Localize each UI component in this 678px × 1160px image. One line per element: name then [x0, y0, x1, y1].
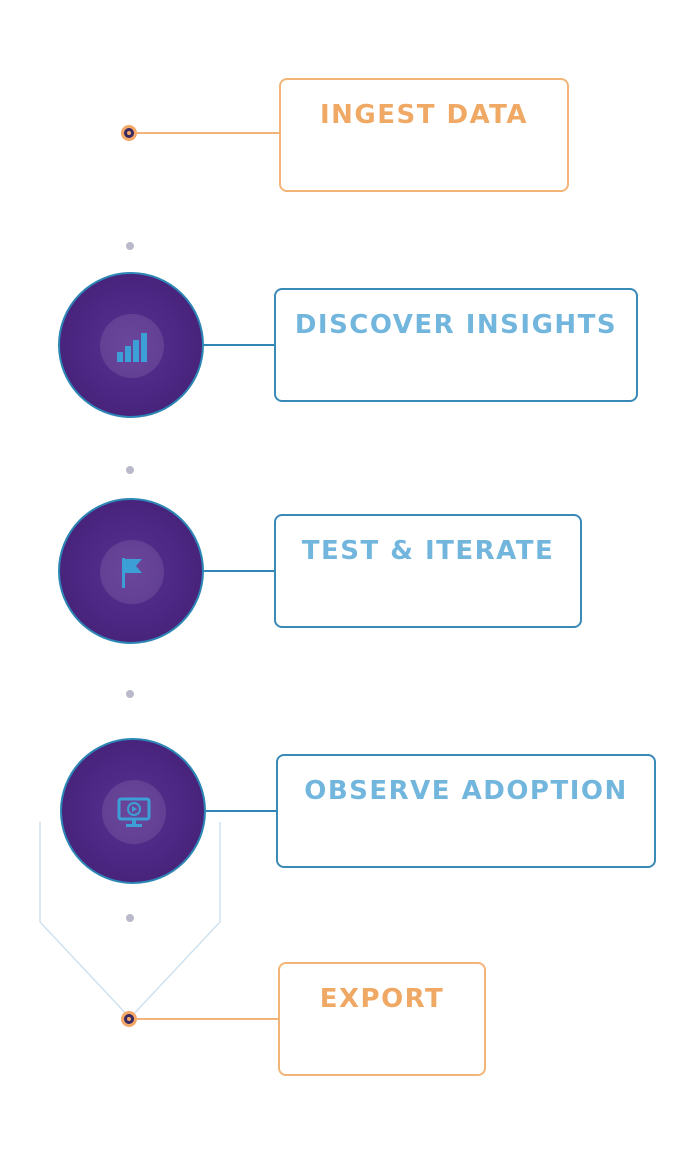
- timeline-dot: [126, 914, 134, 922]
- connector-line-observe: [206, 810, 278, 812]
- timeline-dot: [126, 466, 134, 474]
- connector-line-ingest: [137, 132, 281, 134]
- step-title-test-iterate: TEST & ITERATE: [301, 536, 555, 566]
- timeline-dot: [126, 242, 134, 250]
- step-title-observe-adoption: OBSERVE ADOPTION: [304, 776, 628, 806]
- step-node-observe: [60, 738, 206, 884]
- step-box-ingest-data: INGEST DATA: [279, 78, 569, 192]
- connector-line-export: [137, 1018, 280, 1020]
- step-box-observe-adoption: OBSERVE ADOPTION: [276, 754, 656, 868]
- step-title-ingest-data: INGEST DATA: [319, 100, 529, 130]
- step-box-discover-insights: DISCOVER INSIGHTS: [274, 288, 638, 402]
- step-title-discover-insights: DISCOVER INSIGHTS: [294, 310, 618, 340]
- step-box-test-iterate: TEST & ITERATE: [274, 514, 582, 628]
- connector-line-test: [204, 570, 276, 572]
- connector-line-discover: [204, 344, 276, 346]
- bar-chart-icon: [117, 333, 147, 362]
- end-endpoint: [121, 1011, 137, 1027]
- monitor-play-icon: [117, 797, 151, 827]
- timeline-dot: [126, 690, 134, 698]
- step-node-test: [58, 498, 204, 644]
- flag-icon: [122, 558, 142, 588]
- step-title-export: EXPORT: [319, 984, 445, 1014]
- step-node-discover: [58, 272, 204, 418]
- start-endpoint: [121, 125, 137, 141]
- step-box-export: EXPORT: [278, 962, 486, 1076]
